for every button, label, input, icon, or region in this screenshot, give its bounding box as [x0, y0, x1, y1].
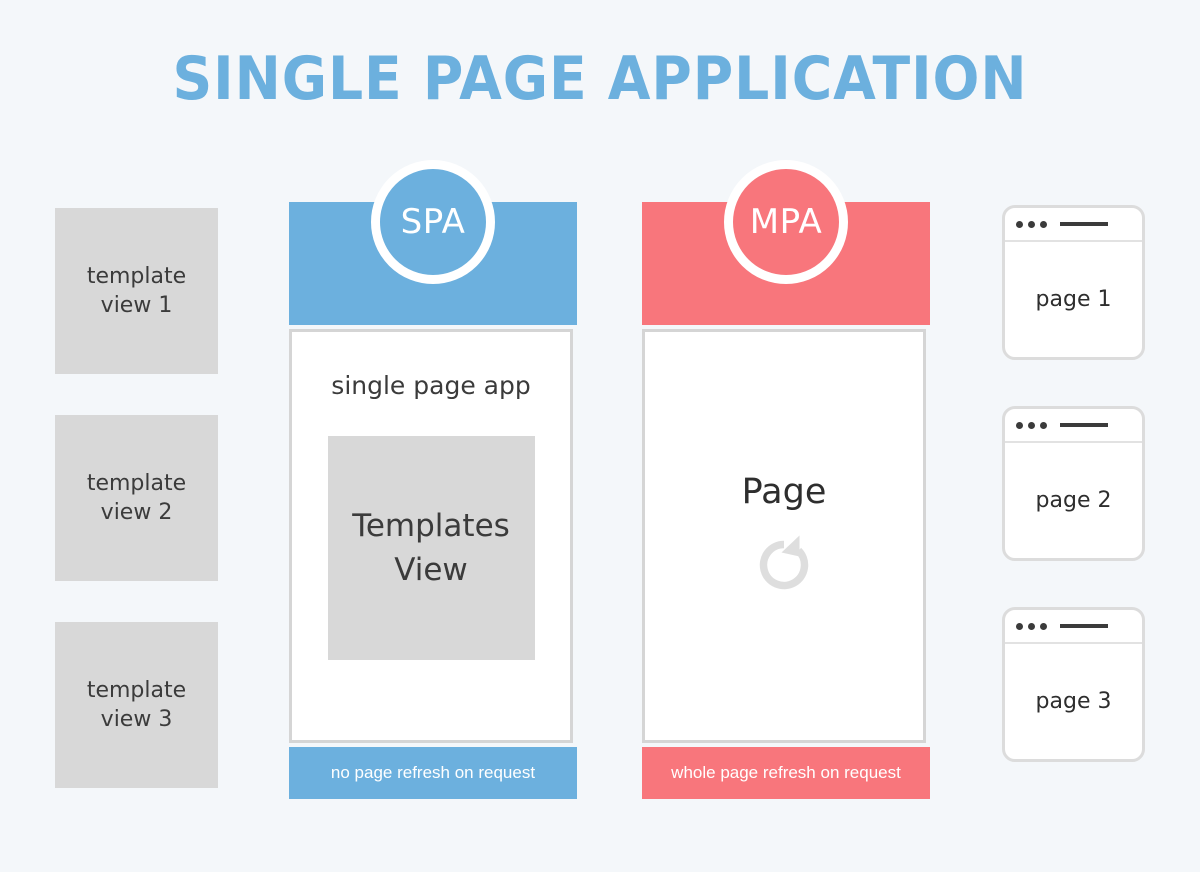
window-dot-icon: [1040, 220, 1047, 228]
template-view-label-line2: view 3: [100, 707, 173, 732]
window-dot-icon: [1016, 622, 1023, 630]
template-views-column: template view 1 template view 2 template…: [55, 208, 218, 829]
spa-badge: SPA: [371, 160, 495, 284]
browser-page-label: page 3: [1035, 689, 1112, 714]
mpa-panel: MPA Page whole page refresh on request: [642, 160, 930, 799]
template-view-box: template view 2: [55, 415, 218, 581]
window-dot-icon: [1028, 220, 1035, 228]
templates-view-label-line1: Templates: [352, 507, 510, 544]
mpa-page-content: Page: [741, 332, 827, 740]
window-dot-icon: [1040, 421, 1047, 429]
browser-window-card: page 2: [1002, 406, 1145, 561]
browser-page-label: page 2: [1035, 488, 1112, 513]
spa-panel-header: SPA: [289, 160, 577, 325]
spa-panel: SPA single page app Templates View no pa…: [289, 160, 577, 799]
address-bar-icon: [1060, 222, 1108, 226]
mpa-panel-footer: whole page refresh on request: [642, 747, 930, 799]
window-dot-icon: [1040, 622, 1047, 630]
mpa-panel-header: MPA: [642, 160, 930, 325]
window-dot-icon: [1028, 421, 1035, 429]
template-view-label-line1: template: [86, 677, 187, 703]
template-view-box: template view 1: [55, 208, 218, 374]
browser-title-bar: [1005, 208, 1142, 242]
spa-panel-footer: no page refresh on request: [289, 747, 577, 799]
address-bar-icon: [1060, 423, 1108, 427]
browser-window-card: page 1: [1002, 205, 1145, 360]
refresh-icon: [753, 534, 815, 600]
template-view-label-line1: template: [86, 470, 187, 496]
page-title: SINGLE PAGE APPLICATION: [172, 44, 1028, 114]
template-view-label-line2: view 2: [100, 500, 173, 525]
window-dot-icon: [1016, 220, 1023, 228]
browser-title-bar: [1005, 610, 1142, 644]
browser-page-label: page 1: [1035, 287, 1112, 312]
browser-window-card: page 3: [1002, 607, 1145, 762]
spa-caption: single page app: [331, 371, 531, 400]
mpa-panel-body: Page: [642, 329, 926, 743]
browser-title-bar: [1005, 409, 1142, 443]
templates-view-label-line2: View: [394, 552, 468, 588]
window-dot-icon: [1016, 421, 1023, 429]
mpa-badge: MPA: [724, 160, 848, 284]
browser-cards-column: page 1 page 2 page 3: [1002, 205, 1145, 808]
spa-panel-body: single page app Templates View: [289, 329, 573, 743]
mpa-page-label: Page: [741, 472, 827, 512]
window-dot-icon: [1028, 622, 1035, 630]
template-view-label-line2: view 1: [100, 293, 173, 318]
address-bar-icon: [1060, 624, 1108, 628]
template-view-box: template view 3: [55, 622, 218, 788]
templates-view-box: Templates View: [327, 436, 535, 660]
template-view-label-line1: template: [86, 263, 187, 289]
